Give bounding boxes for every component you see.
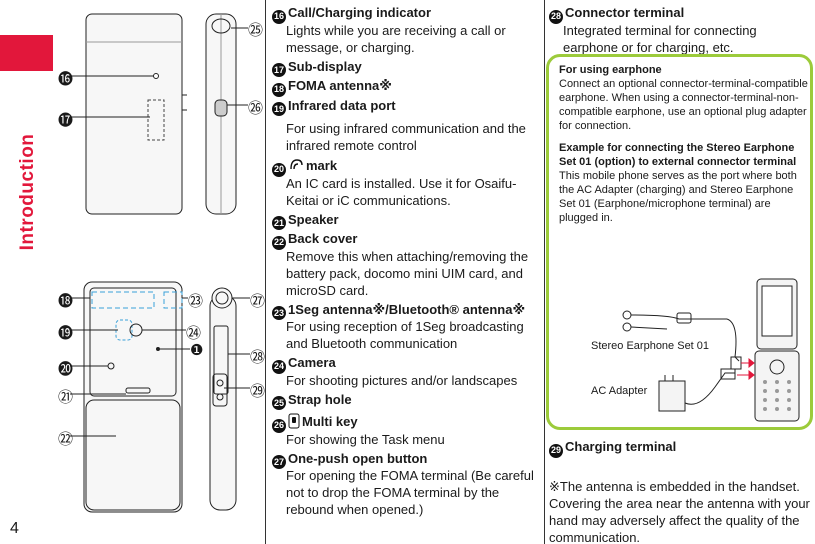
item-title: Call/Charging indicator — [288, 5, 432, 20]
multi-key-icon — [288, 413, 300, 429]
item-title: Charging terminal — [565, 439, 677, 454]
earphone-label: Stereo Earphone Set 01 — [591, 340, 710, 352]
callout-24: ㉔ — [186, 325, 202, 342]
callout-27: ㉗ — [250, 293, 266, 310]
item-body: Lights while you are receiving a call or… — [286, 22, 506, 55]
list-item: 26 Multi key For showing the Task menu — [272, 410, 544, 448]
item-body: For using reception of 1Seg broadcasting… — [286, 319, 524, 351]
phone-front-closed — [85, 13, 187, 215]
item-title: Connector terminal — [565, 5, 685, 20]
ac-adapter-icon — [658, 368, 736, 412]
item-body: An IC card is installed. Use it for Osai… — [286, 175, 517, 208]
item-title: Multi key — [302, 414, 358, 429]
felica-mark-icon — [290, 159, 303, 170]
item-body: For showing the Task menu — [286, 431, 445, 447]
item-title: FOMA antenna※ — [288, 78, 392, 93]
item-number: 16 — [272, 9, 286, 24]
item-number: 29 — [549, 443, 563, 458]
item-number: 26 — [272, 418, 286, 433]
phone-side-closed — [205, 13, 237, 215]
callout-17: ⓱ — [58, 112, 74, 129]
item-title: Strap hole — [288, 391, 352, 407]
callout-1: ❶ — [190, 342, 204, 359]
item-body: Remove this when attaching/removing the … — [286, 248, 529, 298]
callout-23: ㉓ — [188, 293, 204, 310]
item-title: Infrared data port — [288, 97, 396, 113]
item-number: 28 — [549, 9, 563, 24]
item-body: For using infrared communication and the… — [286, 121, 526, 153]
item-number: 18 — [272, 82, 286, 97]
callout-19: ⓳ — [58, 325, 74, 342]
item-number: 24 — [272, 359, 286, 374]
item-title: Back cover — [288, 231, 358, 246]
callout-20: ⓴ — [58, 361, 74, 378]
item-number: 17 — [272, 63, 286, 77]
callout-28: ㉘ — [250, 349, 266, 366]
column-divider-right — [544, 0, 545, 544]
info-heading: For using earphone — [559, 64, 662, 76]
item-title: Speaker — [288, 211, 339, 227]
item-title: Camera — [288, 355, 336, 370]
phone-diagrams — [70, 13, 250, 513]
info-heading: Example for connecting the Stereo Earpho… — [559, 142, 797, 168]
connection-illustration — [622, 278, 800, 422]
item-number: 22 — [272, 235, 286, 250]
item-title: Sub-display — [288, 58, 362, 74]
adapter-label: AC Adapter — [591, 385, 648, 397]
section-label: Introduction — [17, 133, 38, 251]
item-number: 25 — [272, 396, 286, 410]
phone-back — [83, 281, 183, 513]
footnote-text: The antenna is embedded in the handset. … — [549, 479, 810, 544]
column-divider-left — [265, 0, 266, 544]
item-number: 23 — [272, 306, 286, 320]
callout-29: ㉙ — [250, 383, 266, 400]
item-title: mark — [306, 158, 338, 173]
item-number: 20 — [272, 162, 286, 177]
earphone-info-box: For using earphone Connect an optional c… — [546, 54, 813, 430]
antenna-footnote: ※The antenna is embedded in the handset.… — [549, 478, 814, 544]
info-paragraph: Connect an optional connector-terminal-c… — [559, 78, 808, 132]
page-number: 4 — [10, 520, 19, 537]
callout-18: ⓲ — [58, 293, 74, 310]
section-marker — [0, 35, 53, 71]
phone-side-open — [209, 287, 237, 511]
callout-16: ⓰ — [58, 71, 74, 88]
footnote-mark: ※ — [549, 479, 560, 494]
callout-22: ㉒ — [58, 431, 74, 448]
item-number: 21 — [272, 216, 286, 230]
item-body: Integrated terminal for connecting earph… — [563, 22, 757, 55]
earphone-cable — [622, 310, 742, 370]
item-number: 19 — [272, 102, 286, 116]
earphone-info-text: For using earphone Connect an optional c… — [559, 63, 809, 225]
item-body: For opening the FOMA terminal (Be carefu… — [286, 468, 534, 517]
callout-21: ㉑ — [58, 389, 74, 406]
callout-25: ㉕ — [248, 22, 264, 39]
info-paragraph: This mobile phone serves as the port whe… — [559, 170, 797, 224]
item-body: For shooting pictures and/or landscapes — [286, 372, 518, 388]
section-tab: Introduction 4 — [0, 0, 56, 544]
item-title: One-push open button — [288, 450, 428, 466]
callout-26: ㉖ — [248, 100, 264, 117]
item-title: 1Seg antenna※/Bluetooth® antenna※ — [288, 301, 526, 317]
connection-arrows — [737, 357, 755, 381]
list-item: 20 mark An IC card is installed. Use it … — [272, 156, 544, 209]
item-number: 27 — [272, 455, 286, 469]
phone-open-icon — [754, 278, 800, 422]
